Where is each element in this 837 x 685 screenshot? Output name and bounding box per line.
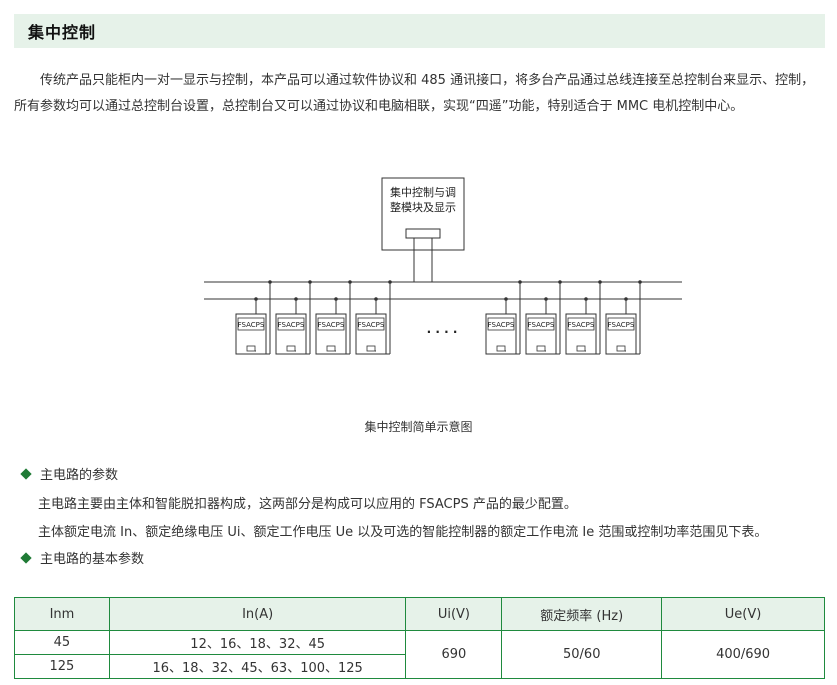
fsacps-module: FSACPS <box>275 280 312 355</box>
fsacps-module-label: FSACPS <box>608 321 635 329</box>
header-inm: Inm <box>14 597 110 631</box>
cell-inm: 45 <box>14 630 110 655</box>
basic-params-heading: 主电路的基本参数 <box>40 552 145 567</box>
central-control-diagram: 集中控制与调 整模块及显示 FSACPS FSACPS FSACPS FSACPS FS… <box>204 177 682 355</box>
fsacps-module-label: FSACPS <box>318 321 345 329</box>
bullet-main-circuit: 主电路的参数 <box>20 464 119 483</box>
cell-in: 12、16、18、32、45 <box>108 630 407 655</box>
diagram-caption: 集中控制简单示意图 <box>364 420 473 434</box>
section-title: 集中控制 <box>28 23 97 42</box>
intro-line-2: 所有参数均可以通过总控制台设置，总控制台又可以通过协议和电脑相联，实现“四遥”功… <box>14 99 744 114</box>
main-circuit-heading: 主电路的参数 <box>40 468 119 483</box>
fsacps-module: FSACPS <box>605 280 642 355</box>
header-ue: Ue(V) <box>661 597 825 631</box>
fsacps-module-label: FSACPS <box>278 321 305 329</box>
header-in: In(A) <box>108 597 407 631</box>
fsacps-module-label: FSACPS <box>358 321 385 329</box>
table-row: 125 16、18、32、45、63、100、125 <box>14 654 825 679</box>
fsacps-module: FSACPS <box>485 280 522 355</box>
cell-ui: 690 <box>405 630 503 679</box>
diamond-bullet-icon <box>20 467 32 480</box>
intro-paragraph: 传统产品只能柜内一对一显示与控制，本产品可以通过软件协议和 485 通讯接口，将… <box>14 68 826 120</box>
cell-ue: 400/690 <box>661 630 825 679</box>
section-header-bar: 集中控制 <box>14 14 825 48</box>
table-row: 45 12、16、18、32、45 690 50/60 400/690 <box>14 630 825 679</box>
bullet-basic-params: 主电路的基本参数 <box>20 548 145 567</box>
fsacps-module-label: FSACPS <box>568 321 595 329</box>
basic-params-table: Inm In(A) Ui(V) 额定频率 (Hz) Ue(V) 45 12、16… <box>14 597 825 679</box>
master-label-line-1: 集中控制与调 <box>390 185 456 199</box>
header-frequency: 额定频率 (Hz) <box>501 597 663 631</box>
table-header-row: Inm In(A) Ui(V) 额定频率 (Hz) Ue(V) <box>14 597 825 631</box>
fsacps-module-label: FSACPS <box>238 321 265 329</box>
fsacps-module-label: FSACPS <box>528 321 555 329</box>
intro-line-1: 传统产品只能柜内一对一显示与控制，本产品可以通过软件协议和 485 通讯接口，将… <box>40 73 815 88</box>
fsacps-module-label: FSACPS <box>488 321 515 329</box>
fsacps-module: FSACPS <box>525 280 562 355</box>
cell-frequency: 50/60 <box>501 630 663 679</box>
header-ui: Ui(V) <box>405 597 503 631</box>
fsacps-module: FSACPS <box>565 280 602 355</box>
main-circuit-para-1: 主电路主要由主体和智能脱扣器构成，这两部分是构成可以应用的 FSACPS 产品的… <box>38 497 577 512</box>
cell-inm: 125 <box>14 654 110 679</box>
master-label-line-2: 整模块及显示 <box>390 200 456 214</box>
master-display-port <box>405 228 441 239</box>
diamond-bullet-icon <box>20 551 32 564</box>
fsacps-module: FSACPS <box>355 280 392 355</box>
main-circuit-para-2: 主体额定电流 In、额定绝缘电压 Ui、额定工作电压 Ue 以及可选的智能控制器… <box>38 525 768 540</box>
cell-in: 16、18、32、45、63、100、125 <box>108 654 407 679</box>
diagram-ellipsis: · · · · <box>427 325 458 339</box>
fsacps-module: FSACPS <box>235 280 272 355</box>
fsacps-module: FSACPS <box>315 280 352 355</box>
